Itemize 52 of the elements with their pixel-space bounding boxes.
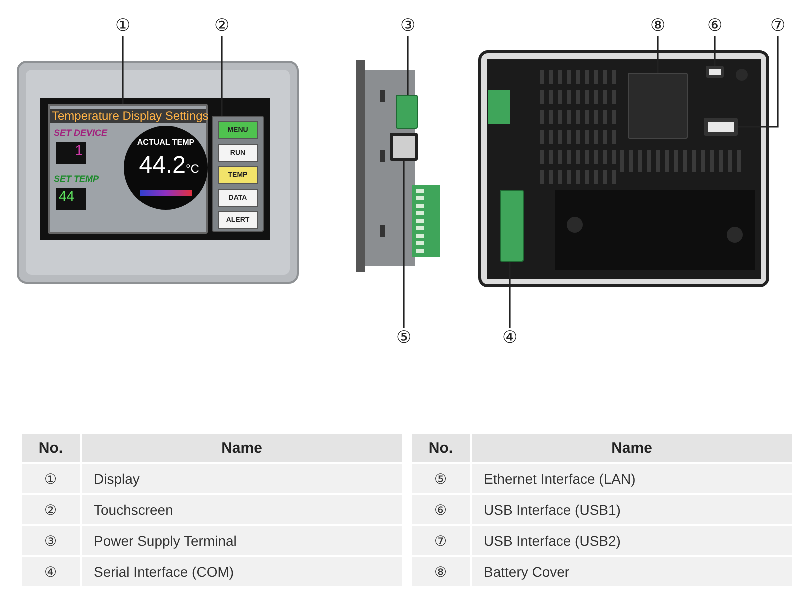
callout-number: ②	[211, 16, 233, 36]
callout-number: ④	[499, 328, 521, 348]
table-cell: ⑦	[412, 526, 470, 555]
touch-button-column	[212, 116, 264, 232]
digit-readout: 44	[56, 188, 86, 210]
table-cell: Battery Cover	[472, 557, 792, 586]
leader-line	[221, 36, 223, 116]
leader-line	[509, 262, 511, 328]
table-cell: ⑧	[412, 557, 470, 586]
table-cell: ③	[22, 526, 80, 555]
gauge-caption: ACTUAL TEMP	[136, 138, 196, 147]
ethernet-port	[390, 133, 418, 161]
callout-number: ⑧	[647, 16, 669, 36]
table-cell: Power Supply Terminal	[82, 526, 402, 555]
callout-number: ⑤	[393, 328, 415, 348]
usb-port	[704, 118, 738, 136]
leader-line	[657, 36, 659, 73]
battery-cover	[628, 73, 688, 139]
leader-line	[122, 36, 124, 104]
unit-label: °C	[186, 162, 200, 176]
table-cell: ④	[22, 557, 80, 586]
temperature-reading: 44.2	[138, 152, 186, 180]
table-cell: ①	[22, 464, 80, 493]
table-cell: ⑥	[412, 495, 470, 524]
column-header: Name	[472, 434, 792, 462]
usb-port	[706, 66, 724, 78]
callout-number: ⑥	[704, 16, 726, 36]
table-cell: Ethernet Interface (LAN)	[472, 464, 792, 493]
callout-number: ③	[397, 16, 419, 36]
table-cell: Display	[82, 464, 402, 493]
leader-line	[738, 36, 779, 128]
table-cell: Serial Interface (COM)	[82, 557, 402, 586]
table-cell: Touchscreen	[82, 495, 402, 524]
column-header: No.	[22, 434, 80, 462]
screen-label: SET DEVICE	[54, 128, 108, 138]
terminal-block	[396, 95, 418, 129]
display-area	[48, 104, 208, 234]
column-header: Name	[82, 434, 402, 462]
callout-number: ⑦	[767, 16, 789, 36]
screen-label: SET TEMP	[54, 174, 100, 184]
table-cell: ②	[22, 495, 80, 524]
leader-line	[407, 36, 409, 95]
table-cell: ⑤	[412, 464, 470, 493]
screen-title: Temperature Display Settings	[50, 109, 206, 123]
column-header: No.	[412, 434, 470, 462]
leader-line	[403, 161, 405, 328]
callout-number: ①	[112, 16, 134, 36]
terminal-block	[500, 190, 524, 262]
leader-line	[714, 36, 716, 66]
table-cell: USB Interface (USB2)	[472, 526, 792, 555]
digit-readout: 1	[56, 142, 86, 164]
table-cell: USB Interface (USB1)	[472, 495, 792, 524]
